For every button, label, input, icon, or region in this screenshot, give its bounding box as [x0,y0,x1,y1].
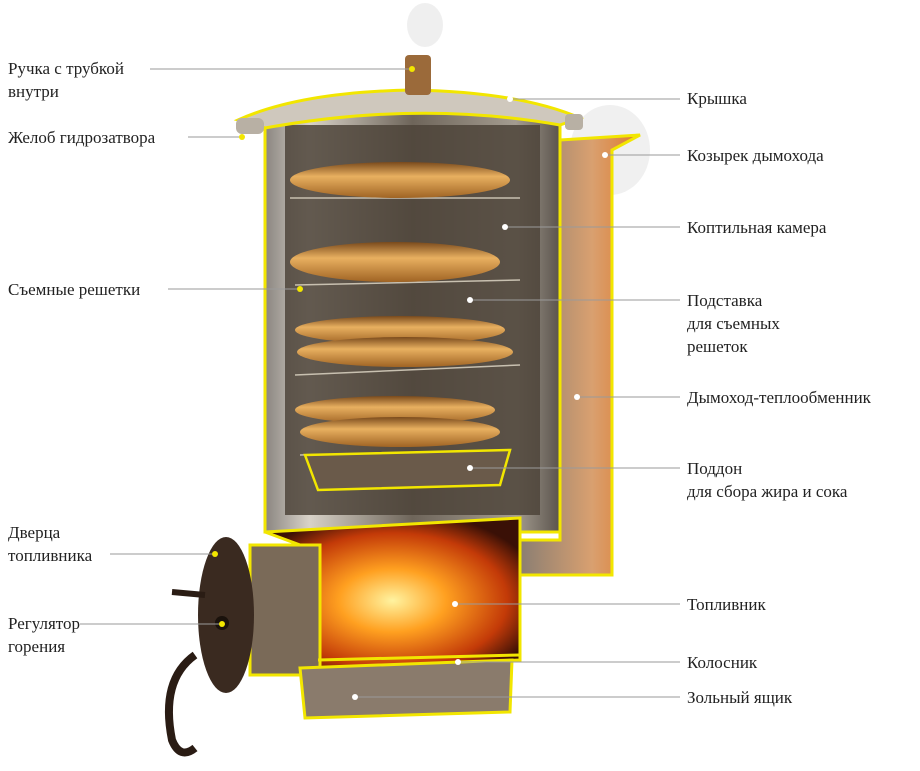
water-seal-trough [236,118,264,134]
label-ash-box: Зольный ящик [687,686,792,709]
label-line: Крышка [687,89,747,108]
label-line: Подставка [687,291,763,310]
label-drip-tray: Поддон для сбора жира и сока [687,457,847,503]
leader-lines [80,68,680,698]
label-line: для съемных [687,314,780,333]
label-lid: Крышка [687,87,747,110]
label-smoking-chamber: Коптильная камера [687,216,826,239]
label-line: Козырек дымохода [687,146,824,165]
label-combustion-regulator: Регулятор горения [8,612,80,658]
grate [317,653,521,662]
label-chimney-visor: Козырек дымохода [687,144,824,167]
drip-tray [303,448,512,492]
label-line: Регулятор [8,614,81,633]
label-line: Дымоход-теплообменник [687,388,871,407]
label-line: Съемные решетки [8,280,141,299]
label-removable-racks: Съемные решетки [8,278,140,301]
label-line: внутри [8,82,59,101]
label-firebox-door: Дверца топливника [8,521,92,567]
label-water-seal-trough: Желоб гидрозатвора [8,126,155,149]
label-grate: Колосник [687,651,757,674]
label-line: Топливник [687,595,766,614]
label-firebox: Топливник [687,593,766,616]
label-rack-support: Подставка для съемных решеток [687,289,780,358]
lid [233,88,585,130]
label-line: для сбора жира и сока [687,482,848,501]
label-line: Колосник [687,653,758,672]
label-line: Зольный ящик [687,688,793,707]
label-line: решеток [687,337,748,356]
label-line: Поддон [687,459,743,478]
label-line: Ручка с трубкой [8,59,124,78]
label-dots [212,66,608,700]
smoke [407,3,443,47]
label-chimney-heat-exchanger: Дымоход-теплообменник [687,386,871,409]
label-line: Коптильная камера [687,218,827,237]
label-line: Дверца [8,523,61,542]
label-line: горения [8,637,66,656]
label-handle-with-pipe: Ручка с трубкой внутри [8,57,124,103]
label-line: топливника [8,546,93,565]
ash-box [298,658,514,720]
firebox-door [198,537,254,693]
chimney-heat-exchanger [518,133,641,577]
handle-with-pipe [405,55,431,95]
label-line: Желоб гидрозатвора [8,128,156,147]
fish [290,162,513,447]
